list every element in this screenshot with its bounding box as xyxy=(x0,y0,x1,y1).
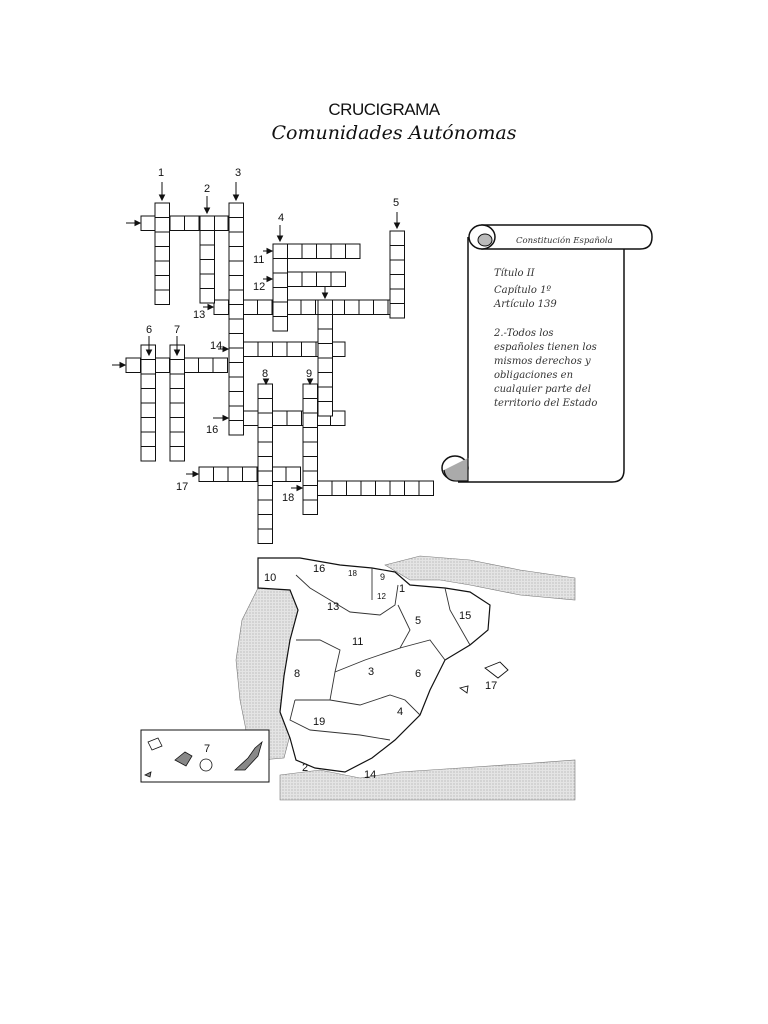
clue-arrowhead xyxy=(276,235,284,243)
clue-arrowhead xyxy=(296,484,304,492)
clue-number-12: 12 xyxy=(253,281,266,293)
crossword-cell[interactable] xyxy=(257,528,273,544)
clue-arrowhead xyxy=(393,222,401,230)
crossword-cell[interactable] xyxy=(272,316,288,332)
map-label-9: 9 xyxy=(380,572,386,582)
clue-arrowhead xyxy=(266,275,274,283)
clue-number-13: 13 xyxy=(193,309,206,321)
map-label-7: 7 xyxy=(204,743,211,755)
clue-arrowhead xyxy=(158,194,166,202)
clue-number-9: 9 xyxy=(306,368,313,380)
map-label-5: 5 xyxy=(415,615,422,627)
map-label-8: 8 xyxy=(294,668,301,680)
clue-number-11: 11 xyxy=(253,254,265,266)
clue-number-14: 14 xyxy=(210,340,223,352)
clue-arrowhead xyxy=(222,345,230,353)
map-label-12: 12 xyxy=(377,592,386,601)
crossword-cell[interactable] xyxy=(285,466,301,482)
map-label-13: 13 xyxy=(327,601,340,613)
scroll-paragraph-line: territorio del Estado xyxy=(494,398,598,409)
clue-number-3: 3 xyxy=(235,167,242,179)
map-label-2: 2 xyxy=(302,762,309,774)
map-label-11: 11 xyxy=(352,636,364,648)
scroll-heading: Constitución Española xyxy=(516,236,613,246)
crossword-cell[interactable] xyxy=(199,288,215,304)
crossword-cell[interactable] xyxy=(330,410,346,426)
scroll-paragraph-line: obligaciones en xyxy=(494,370,574,381)
page-title: CRUCIGRAMA xyxy=(328,100,440,119)
clue-number-1: 1 xyxy=(158,167,165,179)
scroll-line-article: Artículo 139 xyxy=(494,299,557,310)
scroll-line-title: Título II xyxy=(494,268,535,279)
france-area xyxy=(384,555,576,601)
clue-arrowhead xyxy=(266,247,274,255)
map-label-6: 6 xyxy=(415,668,422,680)
clue-arrowhead xyxy=(192,470,200,478)
crossword-cell[interactable] xyxy=(228,420,244,436)
crossword-cell[interactable] xyxy=(330,271,346,287)
crossword-cell[interactable] xyxy=(345,243,361,259)
clue-arrowhead xyxy=(232,194,240,202)
clue-arrowhead xyxy=(321,292,329,300)
clue-number-17: 17 xyxy=(176,481,189,493)
map-label-10: 10 xyxy=(264,572,277,584)
crossword-cell[interactable] xyxy=(317,401,333,417)
map-label-15: 15 xyxy=(459,610,472,622)
crossword-cell[interactable] xyxy=(302,499,318,515)
scroll-line-chapter: Capítulo 1º xyxy=(494,285,552,296)
clue-number-2: 2 xyxy=(204,183,211,195)
map-label-4: 4 xyxy=(397,706,404,718)
clue-arrowhead xyxy=(306,378,314,386)
clue-arrowhead xyxy=(173,349,181,357)
crossword-cell[interactable] xyxy=(154,289,170,305)
map-label-3: 3 xyxy=(368,666,375,678)
crossword-cell[interactable] xyxy=(140,446,156,462)
clue-number-4: 4 xyxy=(278,212,285,224)
scroll-paragraph-line: mismos derechos y xyxy=(494,356,591,367)
map-label-14: 14 xyxy=(364,769,377,781)
crossword-cell[interactable] xyxy=(169,446,185,462)
crossword-cell[interactable] xyxy=(212,357,228,373)
clue-arrowhead xyxy=(145,349,153,357)
clue-number-7: 7 xyxy=(174,324,181,336)
clue-arrowhead xyxy=(262,378,270,386)
scroll-paragraph-line: cualquier parte del xyxy=(494,384,591,395)
scroll-paragraph-line: 2.-Todos los xyxy=(494,328,554,339)
clue-number-18: 18 xyxy=(282,492,295,504)
map-label-16: 16 xyxy=(313,563,326,575)
clue-number-5: 5 xyxy=(393,197,400,209)
page-subtitle: Comunidades Autónomas xyxy=(271,122,517,144)
clue-number-16: 16 xyxy=(206,424,219,436)
map-label-17: 17 xyxy=(485,680,498,692)
map-label-1: 1 xyxy=(399,583,406,595)
crossword-cell[interactable] xyxy=(418,480,434,496)
africa-area xyxy=(279,759,576,801)
clue-arrowhead xyxy=(222,414,230,422)
clue-arrowhead xyxy=(119,361,127,369)
clue-arrowhead xyxy=(203,207,211,215)
crossword-cell[interactable] xyxy=(389,303,405,319)
scroll-paragraph-line: españoles tienen los xyxy=(494,342,597,353)
clue-arrowhead xyxy=(207,303,215,311)
map-label-18: 18 xyxy=(348,569,357,578)
clue-number-6: 6 xyxy=(146,324,153,336)
map-label-19: 19 xyxy=(313,716,326,728)
clue-number-8: 8 xyxy=(262,368,269,380)
clue-arrowhead xyxy=(134,219,142,227)
